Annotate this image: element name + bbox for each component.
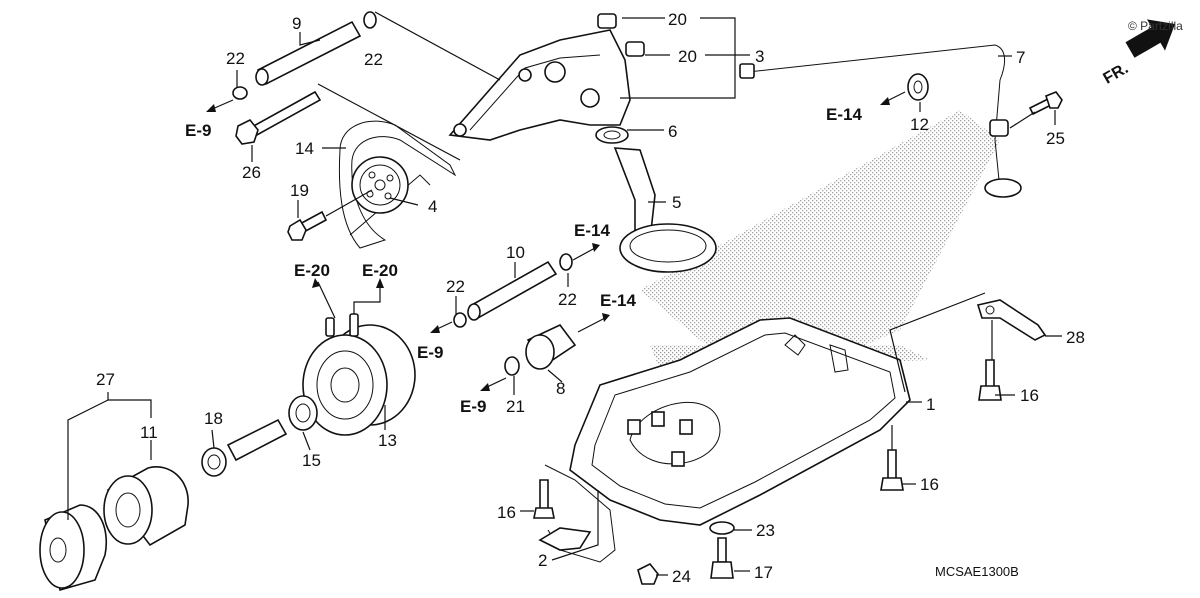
label-part-21: 21 [506,397,525,416]
label-part-17: 17 [754,563,773,582]
leader-lines [67,11,1062,576]
label-part-16-left: 16 [497,503,516,522]
label-part-22-topleft: 22 [226,49,245,68]
label-part-28: 28 [1066,328,1085,347]
label-part-10: 10 [506,243,525,262]
ref-e9-mid: E-9 [417,343,443,362]
label-part-11: 11 [140,423,158,442]
label-part-8: 8 [556,379,565,398]
ref-e14-right: E-14 [826,105,862,124]
direction-label: FR. [1101,60,1132,88]
bolt-18 [201,418,288,477]
part-labels: 1 2 3 4 5 6 7 8 9 10 11 12 13 14 15 16 1… [96,10,1085,586]
label-part-9: 9 [292,14,301,33]
fr-arrow-icon [1125,19,1176,58]
washer-15 [288,395,318,431]
label-part-7: 7 [1016,48,1025,67]
label-part-1: 1 [926,395,935,414]
bolt-26 [235,90,322,145]
oil-pan-1 [544,317,911,563]
label-part-20-lower: 20 [678,47,697,66]
ref-e14-mid: E-14 [574,221,610,240]
label-part-2: 2 [538,551,547,570]
label-part-13: 13 [378,431,397,450]
bolt-19 [287,210,328,241]
label-part-6: 6 [668,122,677,141]
ref-e20-right: E-20 [362,261,398,280]
label-part-22-top: 22 [364,50,383,69]
oil-filter-11 [103,466,189,547]
oil-cooler-13 [302,313,416,436]
reference-labels: E-9 E-9 E-9 E-14 E-14 E-14 E-20 E-20 [185,105,862,416]
ref-e9-low: E-9 [460,397,486,416]
pipe-10 [453,253,573,328]
ref-e9-top: E-9 [185,121,211,140]
label-part-24: 24 [672,567,691,586]
label-part-16-right: 16 [1020,386,1039,405]
chain-sprocket [338,120,457,249]
label-part-14: 14 [295,139,314,158]
label-part-20-upper: 20 [668,10,687,29]
label-part-5: 5 [672,193,681,212]
oil-filter-27 [39,504,107,592]
washer-12 [907,73,929,101]
ref-e14-low: E-14 [600,291,636,310]
bolts-lower [533,359,1002,585]
label-part-22-mid: 22 [446,277,465,296]
label-part-26: 26 [242,163,261,182]
label-part-4: 4 [428,197,437,216]
label-part-15: 15 [302,451,321,470]
label-part-16-mid: 16 [920,475,939,494]
copyright-text: © Partzilla [1128,19,1183,33]
bolt-25 [1028,91,1063,116]
reference-arrows [206,91,906,391]
label-part-27: 27 [96,370,115,389]
label-part-23: 23 [756,521,775,540]
label-part-19: 19 [290,181,309,200]
label-part-18: 18 [204,409,223,428]
label-part-12: 12 [910,115,929,134]
strainer-5 [595,126,717,273]
label-part-22-right: 22 [558,290,577,309]
ref-e20-left: E-20 [294,261,330,280]
dipstick-7 [739,44,1022,198]
label-part-3: 3 [755,47,764,66]
bracket-28 [976,299,1047,341]
bracket-2 [538,527,592,551]
label-part-25: 25 [1046,129,1065,148]
sensor-8 [504,323,577,376]
oil-pump [448,13,645,141]
pipe-9 [232,11,377,100]
drawing-code: MCSAE1300B [935,564,1019,579]
